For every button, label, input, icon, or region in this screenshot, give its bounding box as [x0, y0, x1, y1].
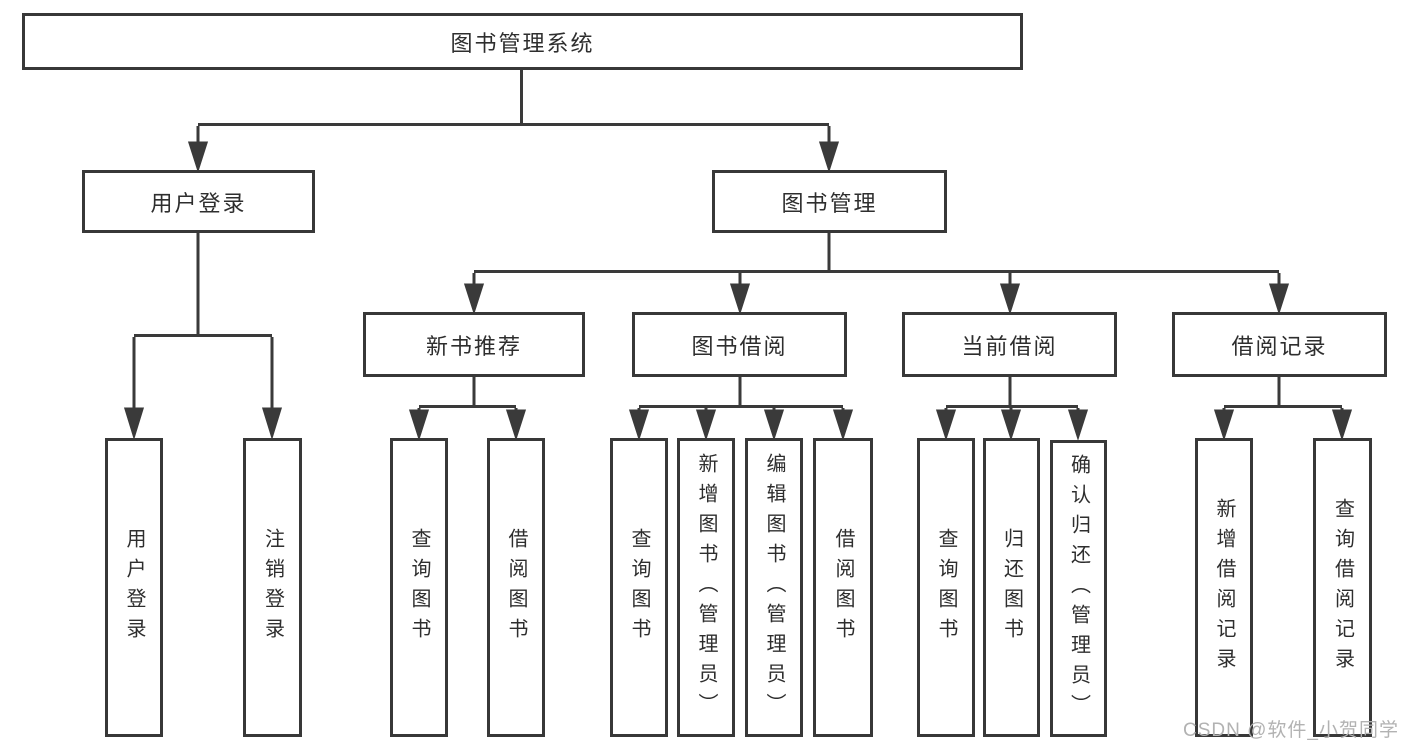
leaf-return-books-label: 归还图书: [1000, 527, 1023, 648]
node-user-login-group-label: 用户登录: [150, 190, 247, 216]
connector-current-borrow-branch: [935, 377, 1089, 441]
node-new-book-rec-label: 新书推荐: [425, 333, 522, 359]
leaf-confirm-return-admin-label: 确认归还（管理员）: [1067, 453, 1090, 724]
leaf-edit-books-admin: 编辑图书（管理员）: [745, 438, 803, 737]
node-current-borrow: 当前借阅: [902, 312, 1117, 377]
connector-root-branch: [187, 70, 840, 173]
leaf-add-borrow-record-label: 新增借阅记录: [1213, 497, 1235, 678]
connector-borrow-records-branch: [1213, 377, 1353, 441]
connector-new-book-rec-branch: [408, 377, 527, 441]
leaf-user-login: 用户登录: [105, 438, 163, 737]
leaf-query-books-2: 查询图书: [610, 438, 668, 737]
node-current-borrow-label: 当前借阅: [961, 333, 1058, 359]
leaf-borrow-books-2-label: 借阅图书: [832, 527, 854, 648]
leaf-logout: 注销登录: [243, 438, 302, 737]
connector-user-login-branch: [123, 233, 283, 441]
leaf-add-borrow-record: 新增借阅记录: [1195, 438, 1253, 737]
leaf-query-books-3: 查询图书: [917, 438, 975, 737]
node-book-mgmt-label: 图书管理: [781, 190, 878, 216]
leaf-borrow-books-2: 借阅图书: [813, 438, 873, 737]
node-user-login-group: 用户登录: [82, 170, 315, 233]
node-book-borrow: 图书借阅: [632, 312, 847, 377]
leaf-borrow-books-1: 借阅图书: [487, 438, 545, 737]
leaf-query-borrow-record: 查询借阅记录: [1313, 438, 1372, 737]
leaf-add-books-admin: 新增图书（管理员）: [677, 438, 735, 737]
leaf-query-books-3-label: 查询图书: [935, 527, 957, 648]
node-borrow-records: 借阅记录: [1172, 312, 1387, 377]
leaf-edit-books-admin-label: 编辑图书（管理员）: [763, 452, 785, 723]
leaf-return-books: 归还图书: [983, 438, 1040, 737]
leaf-add-books-admin-label: 新增图书（管理员）: [695, 452, 717, 723]
leaf-logout-label: 注销登录: [261, 527, 284, 648]
leaf-query-books-1-label: 查询图书: [408, 527, 430, 648]
leaf-query-books-2-label: 查询图书: [628, 527, 650, 648]
leaf-query-books-1: 查询图书: [390, 438, 448, 737]
node-root: 图书管理系统: [22, 13, 1023, 70]
leaf-user-login-label: 用户登录: [123, 527, 145, 648]
watermark-text: CSDN @软件_小贺同学: [1183, 720, 1399, 741]
node-borrow-records-label: 借阅记录: [1231, 333, 1328, 359]
node-book-borrow-label: 图书借阅: [691, 333, 788, 359]
leaf-confirm-return-admin: 确认归还（管理员）: [1050, 440, 1107, 737]
leaf-borrow-books-1-label: 借阅图书: [505, 527, 527, 648]
node-root-label: 图书管理系统: [450, 30, 595, 56]
leaf-query-borrow-record-label: 查询借阅记录: [1331, 497, 1354, 678]
connector-book-mgmt-branch: [463, 233, 1290, 315]
node-book-mgmt: 图书管理: [712, 170, 947, 233]
connector-book-borrow-branch: [628, 377, 854, 441]
node-new-book-rec: 新书推荐: [363, 312, 585, 377]
